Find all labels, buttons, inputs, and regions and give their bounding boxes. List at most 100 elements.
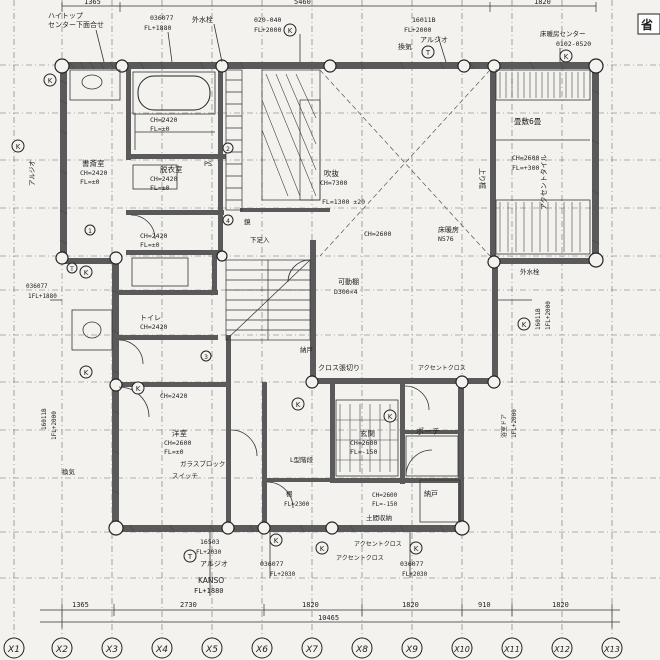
svg-text:K: K: [522, 321, 527, 329]
room-porch: ポーチ: [416, 427, 440, 436]
note-win-left2-fl: 1FL+2000: [51, 411, 58, 440]
corner-mark: 省: [640, 17, 653, 32]
note-cross: クロス張切り: [318, 364, 360, 372]
svg-text:1: 1: [88, 228, 92, 235]
room-western-ch: CH=2600: [164, 439, 191, 447]
room-hall-ch: CH=2420: [140, 232, 167, 240]
note-shoe-box: 下足入: [250, 236, 270, 244]
tatami-room: [495, 69, 591, 255]
door-swings: [118, 214, 430, 509]
room-hall-fl: FL=±0: [140, 241, 160, 249]
note-win-right-fl: 1FL+2000: [545, 301, 552, 330]
room-tatami: 畳敷6畳: [514, 116, 542, 126]
note-shelf: 棚: [286, 489, 293, 498]
note-outdoor-water2: 外水栓: [520, 267, 540, 276]
room-bath-ch: CH=2420: [150, 116, 177, 124]
note-floor-heat: 床暖房: [438, 225, 459, 234]
svg-text:3: 3: [204, 354, 208, 361]
stairs-upper: [225, 69, 243, 211]
exterior-walls: [60, 62, 599, 532]
grid-label-x2: X2: [55, 645, 68, 655]
top-annotations: ハイトップ センター下面合せ 036077 FL+1880 外水栓 020-04…: [48, 12, 591, 51]
note-switch: スイッチ: [172, 472, 198, 480]
room-washroom-fl: FL=±0: [150, 184, 170, 192]
bottom-dim-6: 1820: [552, 601, 569, 609]
note-shelf-code: 0102-0520: [556, 40, 591, 48]
room-entrance: 玄関: [360, 428, 375, 438]
note-walk-in: 納戸: [300, 345, 314, 354]
note-cap: ハイトップ: [48, 12, 83, 20]
open-to-below: [319, 69, 491, 257]
svg-text:K: K: [414, 545, 419, 553]
note-win-a-fl: FL+2030: [196, 549, 222, 556]
svg-text:4: 4: [226, 218, 230, 225]
note-win-c: 036077: [400, 560, 424, 568]
room-tatami-fl: FL=+300: [512, 164, 539, 172]
structural-columns: [54, 58, 604, 536]
grid-label-x4: X4: [155, 645, 168, 655]
room-bath-fl: FL=±0: [150, 125, 170, 133]
top-dim-2: 5460: [294, 0, 311, 6]
room-ldk-ch: CH=2600: [364, 230, 391, 238]
room-annotations: 書斎室 CH=2420 FL=±0 CH=2420 FL=±0 脱衣室 CH=2…: [80, 116, 542, 522]
entrance-area: [335, 399, 461, 523]
note-win-b: 036077: [260, 560, 284, 568]
bottom-dim-total: 10465: [318, 614, 339, 622]
misc-annotations: PS 下足入 可動棚 D300×4 床暖房 N576 鏡 納戸 クロス張切り ア…: [26, 154, 552, 508]
bathtub: [132, 71, 216, 150]
bottom-dim-3: 1820: [302, 601, 319, 609]
svg-text:K: K: [16, 143, 21, 151]
room-toilet: トイレ: [140, 314, 161, 322]
note-stair-label: L型階段: [290, 455, 314, 464]
grid-label-x13: X13: [603, 645, 620, 654]
grid-label-x11: X11: [503, 645, 520, 654]
note-win-left-fl: 1FL+1880: [28, 293, 57, 300]
room-loft-ch: CH=7300: [320, 179, 347, 187]
corner-box: [637, 13, 660, 35]
note-accent-tile: アクセントタイル: [539, 154, 548, 210]
svg-text:K: K: [320, 545, 325, 553]
room-study: 書斎室: [82, 158, 105, 168]
grid-label-x12: X12: [553, 645, 570, 654]
note-win1-fl: FL+1880: [144, 24, 171, 32]
svg-text:T: T: [69, 266, 74, 273]
note-floor-heat-code: N576: [438, 235, 454, 243]
loft-hatch: [261, 69, 321, 201]
svg-text:K: K: [84, 369, 89, 377]
svg-text:K: K: [84, 269, 89, 277]
svg-text:K: K: [388, 413, 393, 421]
note-win3: 16011B: [412, 16, 436, 24]
room-closet: 納戸: [424, 489, 438, 498]
svg-text:T: T: [187, 553, 193, 561]
leader-lines: [50, 23, 561, 596]
note-win2: 020-040: [254, 16, 281, 24]
grid-label-x10: X10: [453, 645, 470, 654]
fixtures: [69, 69, 189, 351]
circle-symbols: K T K K K K T K K K K K K K T K 2 4 3 1: [11, 23, 573, 563]
room-toilet-ch: CH=2420: [140, 323, 167, 331]
note-alusio-left: アルジオ: [28, 160, 36, 186]
bottom-dimension: 1365 2730 1820 1820 910 1820 10465: [40, 601, 620, 628]
top-dimension: 1365 5460 1820: [61, 0, 597, 12]
room-garden-stair: 上り框: [478, 168, 487, 189]
interior-walls: [118, 68, 496, 530]
room-western: 洋室: [172, 428, 187, 438]
note-win-left2: 16011B: [41, 408, 48, 430]
room-tatami-ch: CH=2600: [512, 154, 539, 162]
grid-lines: [0, 0, 660, 640]
svg-text:T: T: [425, 49, 431, 57]
grid-label-x9: X9: [405, 645, 418, 655]
grid-bubbles: X1 X2 X3 X4 X5 X6 X7 X8 X9 X10 X11 X12 X…: [3, 637, 623, 659]
note-shelf-center: 床暖房センター: [540, 29, 586, 38]
note-center: センター下面合せ: [48, 20, 104, 29]
bottom-dim-5: 910: [478, 601, 491, 609]
bottom-annotations: 16503 FL+2030 アルジオ KANSO FL+1880 036077 …: [194, 538, 428, 595]
note-win2-fl: FL+2000: [254, 26, 281, 34]
note-kanso: KANSO: [198, 576, 224, 585]
room-study-ch: CH=2420: [80, 169, 107, 177]
note-accent: アクセントクロス: [418, 365, 466, 372]
svg-text:K: K: [274, 537, 279, 545]
stairs-left: [225, 259, 311, 341]
note-hood-left: 換気: [62, 467, 76, 476]
svg-text:K: K: [48, 77, 53, 85]
